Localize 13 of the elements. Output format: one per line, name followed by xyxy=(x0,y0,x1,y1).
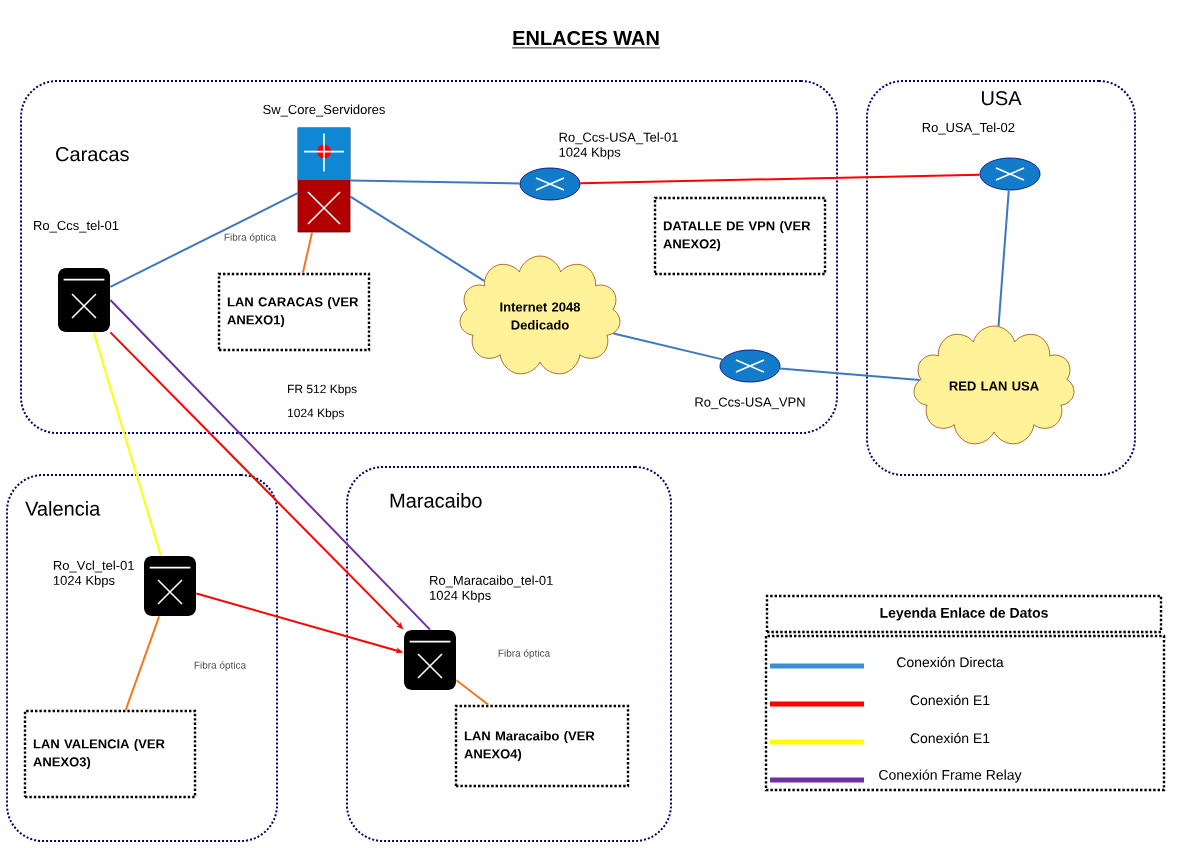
connection-line xyxy=(455,679,490,706)
connection-line xyxy=(349,195,486,282)
connection-line xyxy=(612,332,724,361)
connection-line xyxy=(92,331,162,557)
connection-line xyxy=(579,173,981,185)
title: ENLACES WAN xyxy=(511,30,661,49)
connection-line xyxy=(779,367,921,381)
connection-line xyxy=(349,179,521,185)
connection-line xyxy=(124,615,161,711)
connection-line xyxy=(997,189,1010,328)
connection-line xyxy=(109,192,299,288)
connection-line xyxy=(301,231,314,274)
connection-line xyxy=(109,299,431,631)
